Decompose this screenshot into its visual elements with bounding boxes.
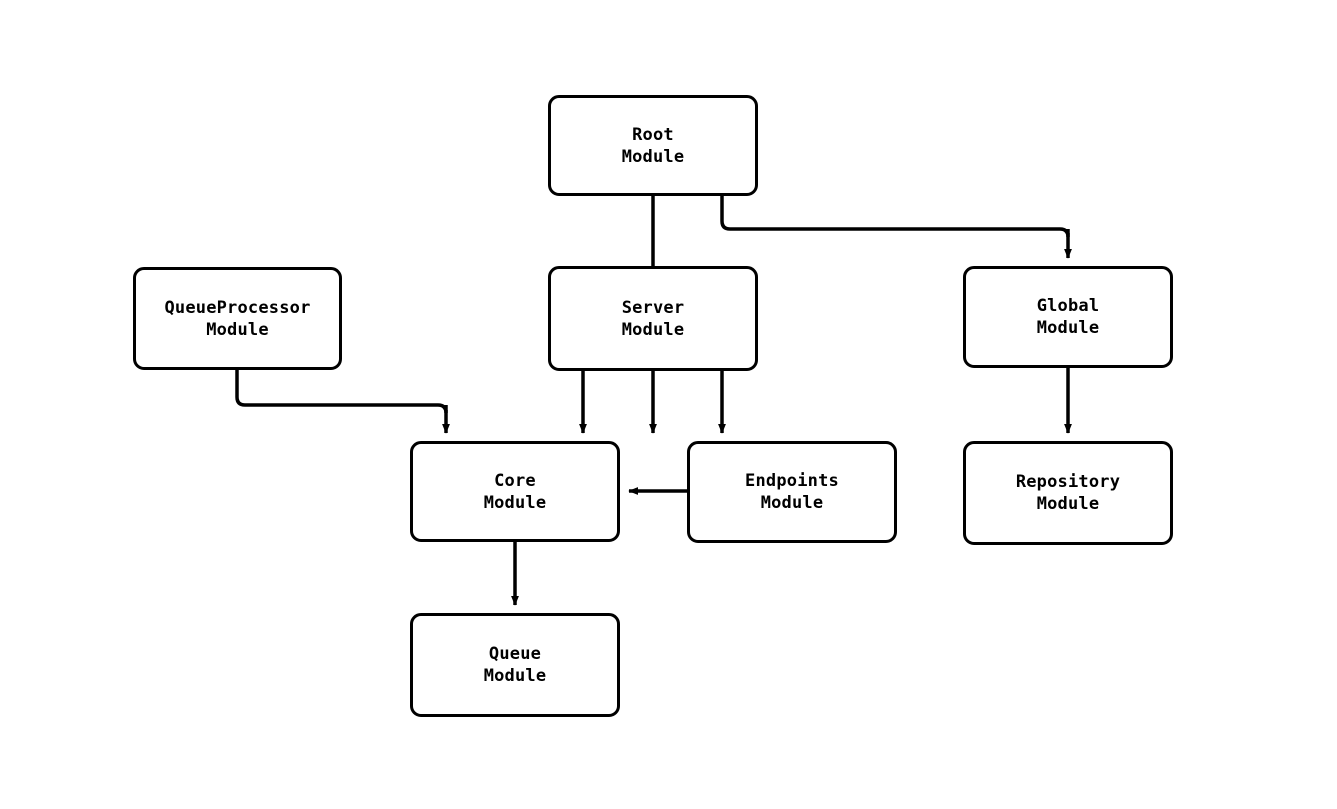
node-server-label: Server Module (621, 297, 685, 340)
node-repository[interactable]: Repository Module (963, 441, 1173, 545)
edge-root-to-global (720, 196, 1072, 259)
node-global[interactable]: Global Module (963, 266, 1173, 368)
node-queue[interactable]: Queue Module (410, 613, 620, 717)
edge-queueprocessor-to-core (235, 370, 450, 434)
node-root-label: Root Module (621, 124, 685, 167)
node-queueprocessor[interactable]: QueueProcessor Module (133, 267, 342, 370)
node-repository-label: Repository Module (1015, 472, 1121, 514)
node-global-label: Global Module (1036, 296, 1100, 338)
node-endpoints[interactable]: Endpoints Module (687, 441, 897, 543)
node-queueprocessor-label: QueueProcessor Module (164, 297, 311, 340)
node-server[interactable]: Server Module (548, 266, 758, 371)
node-queue-label: Queue Module (483, 644, 547, 686)
node-core-label: Core Module (483, 470, 547, 513)
node-root[interactable]: Root Module (548, 95, 758, 196)
node-endpoints-label: Endpoints Module (745, 471, 839, 513)
node-core[interactable]: Core Module (410, 441, 620, 542)
